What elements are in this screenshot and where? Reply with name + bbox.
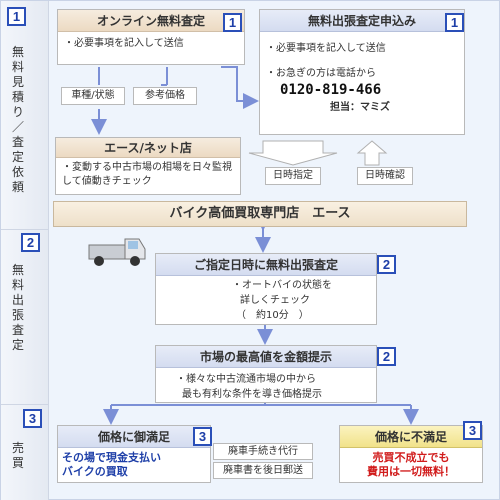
online-assessment-box: オンライン無料査定 ・必要事項を記入して送信 xyxy=(57,9,245,65)
dispatch-line1: ・オートバイの状態を xyxy=(232,280,332,291)
step3-label: 売買 xyxy=(11,441,24,470)
satisfied-title: 価格に御満足 xyxy=(58,426,210,448)
step2-label: 無料出張査定 xyxy=(11,263,24,352)
step3-badge: 3 xyxy=(23,409,42,428)
satisfied-badge: 3 xyxy=(193,427,212,446)
sidebar-step2-band xyxy=(1,229,49,404)
ace-net-box: エース/ネット店 ・変動する中古市場の相場を日々監視して値動きチェック xyxy=(55,137,241,195)
market-title: 市場の最高値を金額提示 xyxy=(156,346,376,368)
step1-badge: 1 xyxy=(7,7,26,26)
market-line2: 最も有利な条件を導き価格提示 xyxy=(182,389,322,400)
truck-icon xyxy=(87,231,149,271)
arrow-shape xyxy=(248,140,338,166)
unsatisfied-badge: 3 xyxy=(463,421,482,440)
unsatisfied-title: 価格に不満足 xyxy=(340,426,482,448)
ref-price-tag: 参考価格 xyxy=(133,87,197,105)
unsatisfied-box: 価格に不満足 売買不成立でも 費用は一切無料！ xyxy=(339,425,483,483)
date-specify-label: 日時指定 xyxy=(265,167,321,185)
market-box: 市場の最高値を金額提示 ・様々な中古流通市場の中から 最も有利な条件を導き価格提… xyxy=(155,345,377,403)
satisfied-box: 価格に御満足 その場で現金支払い バイクの買取 xyxy=(57,425,211,483)
dispatch-box: ご指定日時に無料出張査定 ・オートバイの状態を 詳しくチェック （ 約10分 ） xyxy=(155,253,377,325)
ace-net-body: ・変動する中古市場の相場を日々監視して値動きチェック xyxy=(62,162,232,187)
satisfied-line2: バイクの買取 xyxy=(62,465,128,478)
visit-application-title: 無料出張査定申込み xyxy=(260,10,464,32)
step1-label: 無料見積り／査定依頼 xyxy=(11,45,24,194)
satisfied-line1: その場で現金支払い xyxy=(62,451,161,464)
unsatisfied-line2: 費用は一切無料！ xyxy=(367,465,455,478)
market-badge: 2 xyxy=(377,347,396,366)
visit-badge: 1 xyxy=(445,13,464,32)
market-line1: ・様々な中古流通市場の中から xyxy=(176,374,316,385)
dispatch-badge: 2 xyxy=(377,255,396,274)
dispatch-line3: （ 約10分 ） xyxy=(236,310,309,321)
online-assessment-title: オンライン無料査定 xyxy=(58,10,244,32)
contact-person: 担当：マミズ xyxy=(330,102,390,113)
dispatch-line2: 詳しくチェック xyxy=(240,295,310,306)
visit-line2: ・お急ぎの方は電話から xyxy=(266,68,376,79)
unsatisfied-line1: 売買不成立でも xyxy=(372,451,450,464)
online-badge: 1 xyxy=(223,13,242,32)
visit-application-box: 無料出張査定申込み ・必要事項を記入して送信 ・お急ぎの方は電話から 0120-… xyxy=(259,9,465,135)
step2-badge: 2 xyxy=(21,233,40,252)
shop-name-bar: バイク高価買取専門店 エース xyxy=(53,201,467,227)
dispatch-title: ご指定日時に無料出張査定 xyxy=(156,254,376,276)
deregistration-mail-tag: 廃車書を後日郵送 xyxy=(213,462,313,479)
phone-number[interactable]: 0120-819-466 xyxy=(280,82,382,98)
online-assessment-body: ・必要事項を記入して送信 xyxy=(64,38,184,49)
deregistration-tag: 廃車手続き代行 xyxy=(213,443,313,460)
ace-net-title: エース/ネット店 xyxy=(56,138,240,158)
car-type-tag: 車種/状態 xyxy=(61,87,125,105)
sidebar-step1-band xyxy=(1,1,49,229)
sidebar: 1 無料見積り／査定依頼 2 無料出張査定 3 売買 xyxy=(1,1,49,500)
visit-line1: ・必要事項を記入して送信 xyxy=(266,43,386,54)
date-confirm-label: 日時確認 xyxy=(357,167,413,185)
